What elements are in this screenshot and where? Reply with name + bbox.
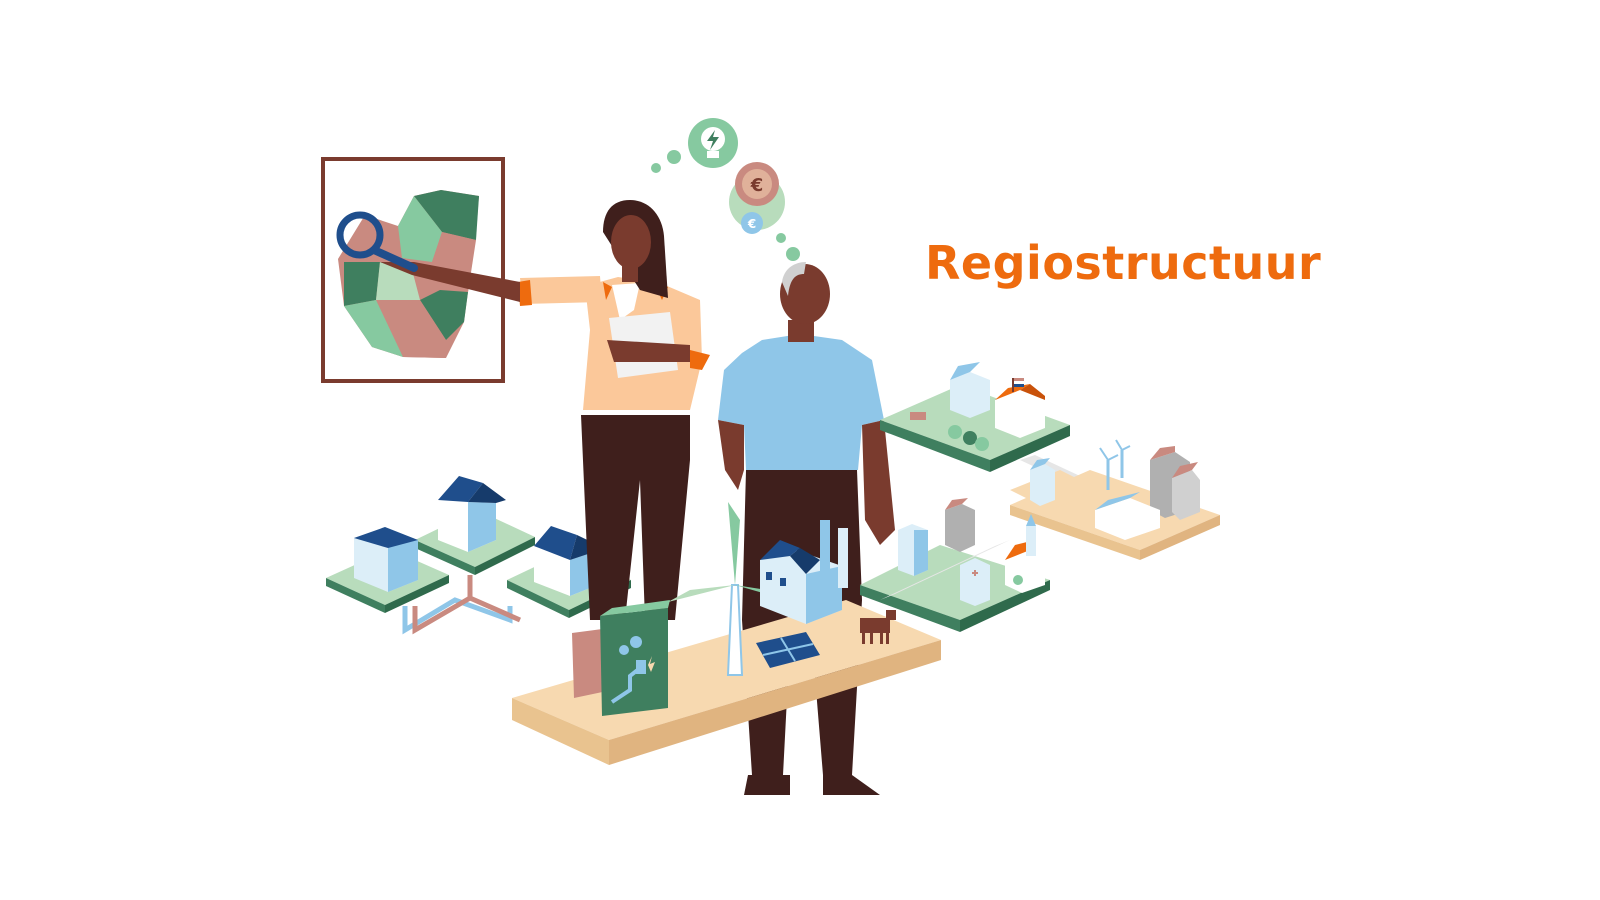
- church-icon: [1005, 514, 1045, 593]
- thought-dots: [651, 150, 800, 261]
- book-icon: [572, 600, 670, 716]
- factory-icon: [760, 520, 848, 624]
- solar-panel-icon: [756, 632, 820, 668]
- cow-icon: [860, 610, 896, 644]
- svg-text:€: €: [750, 175, 764, 196]
- svg-text:€: €: [747, 217, 756, 231]
- magnifier-icon: [336, 211, 418, 272]
- plug-icon: [610, 656, 655, 704]
- left-house-cluster: [326, 476, 631, 635]
- right-town-cluster: [860, 362, 1220, 632]
- woman-figure: [380, 200, 710, 620]
- euro-coin-icon: € €: [729, 162, 785, 234]
- gear-icon: [619, 636, 642, 655]
- lightbulb-energy-icon: [688, 118, 738, 168]
- page-title: Regiostructuur: [925, 236, 1322, 290]
